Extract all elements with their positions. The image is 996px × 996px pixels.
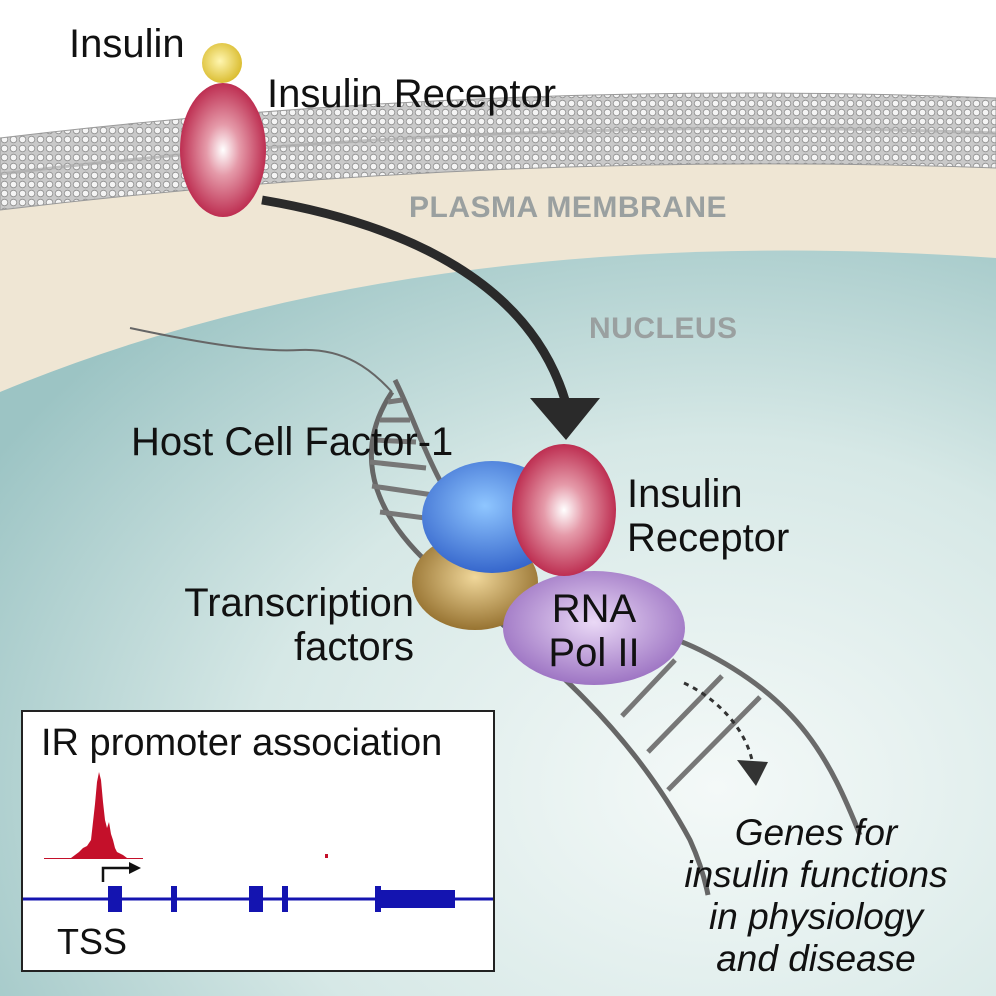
gene-exon-1 — [108, 886, 122, 912]
nuclear-insulin-receptor-line-1: Insulin — [627, 472, 743, 516]
translocation-arrowhead — [530, 398, 600, 440]
host-cell-factor-label: Host Cell Factor-1 — [131, 420, 454, 464]
rna-pol-ii-line-2: Pol II — [548, 631, 640, 675]
inset-track-canvas — [23, 772, 493, 912]
gene-exon-3 — [249, 886, 263, 912]
rna-pol-ii-line-1: RNA — [551, 587, 637, 631]
ir-signal-blip — [325, 854, 328, 858]
membrane-midline — [0, 126, 996, 176]
insulin-molecule — [202, 43, 242, 83]
gene-exon-6 — [381, 890, 455, 908]
nucleus-label: NUCLEUS — [589, 312, 738, 345]
gene-exon-2 — [171, 886, 177, 912]
plasma-membrane-label: PLASMA MEMBRANE — [409, 191, 728, 224]
insulin-receptor-nuclear — [512, 444, 616, 576]
transcription-factors-line-1: Transcription — [184, 581, 414, 625]
dna-strand-tail — [129, 327, 393, 393]
ir-signal-peak — [44, 772, 143, 859]
transcription-factors-line-2: factors — [293, 625, 414, 669]
nuclear-insulin-receptor-label: Insulin Receptor — [627, 472, 789, 560]
transcription-dotted-arrow — [683, 681, 754, 761]
gene-exon-4 — [282, 886, 288, 912]
genes-line-3: in physiology — [709, 896, 923, 937]
genes-line-1: Genes for — [734, 812, 898, 853]
genes-label: Genes for insulin functions in physiolog… — [660, 812, 972, 980]
gene-exon-5 — [375, 886, 381, 912]
tss-label: TSS — [57, 921, 128, 962]
ir-promoter-association-inset: IR promoter association TSS — [21, 710, 495, 972]
transcription-dotted-arrowhead — [737, 760, 768, 786]
tss-arrowhead — [129, 862, 141, 874]
inset-title: IR promoter association — [41, 722, 443, 764]
transcription-factors-label: Transcription factors — [176, 581, 414, 669]
insulin-receptor-label: Insulin Receptor — [267, 72, 557, 116]
tss-arrow — [101, 866, 131, 882]
translocation-arrow — [261, 195, 570, 402]
genes-line-4: and disease — [716, 938, 916, 979]
rna-pol-ii-protein — [503, 571, 685, 685]
insulin-receptor-membrane — [180, 83, 266, 217]
nuclear-insulin-receptor-line-2: Receptor — [627, 516, 790, 560]
rna-pol-ii-label: RNA Pol II — [530, 587, 658, 675]
insulin-label: Insulin — [69, 22, 185, 66]
genes-line-2: insulin functions — [684, 854, 948, 895]
